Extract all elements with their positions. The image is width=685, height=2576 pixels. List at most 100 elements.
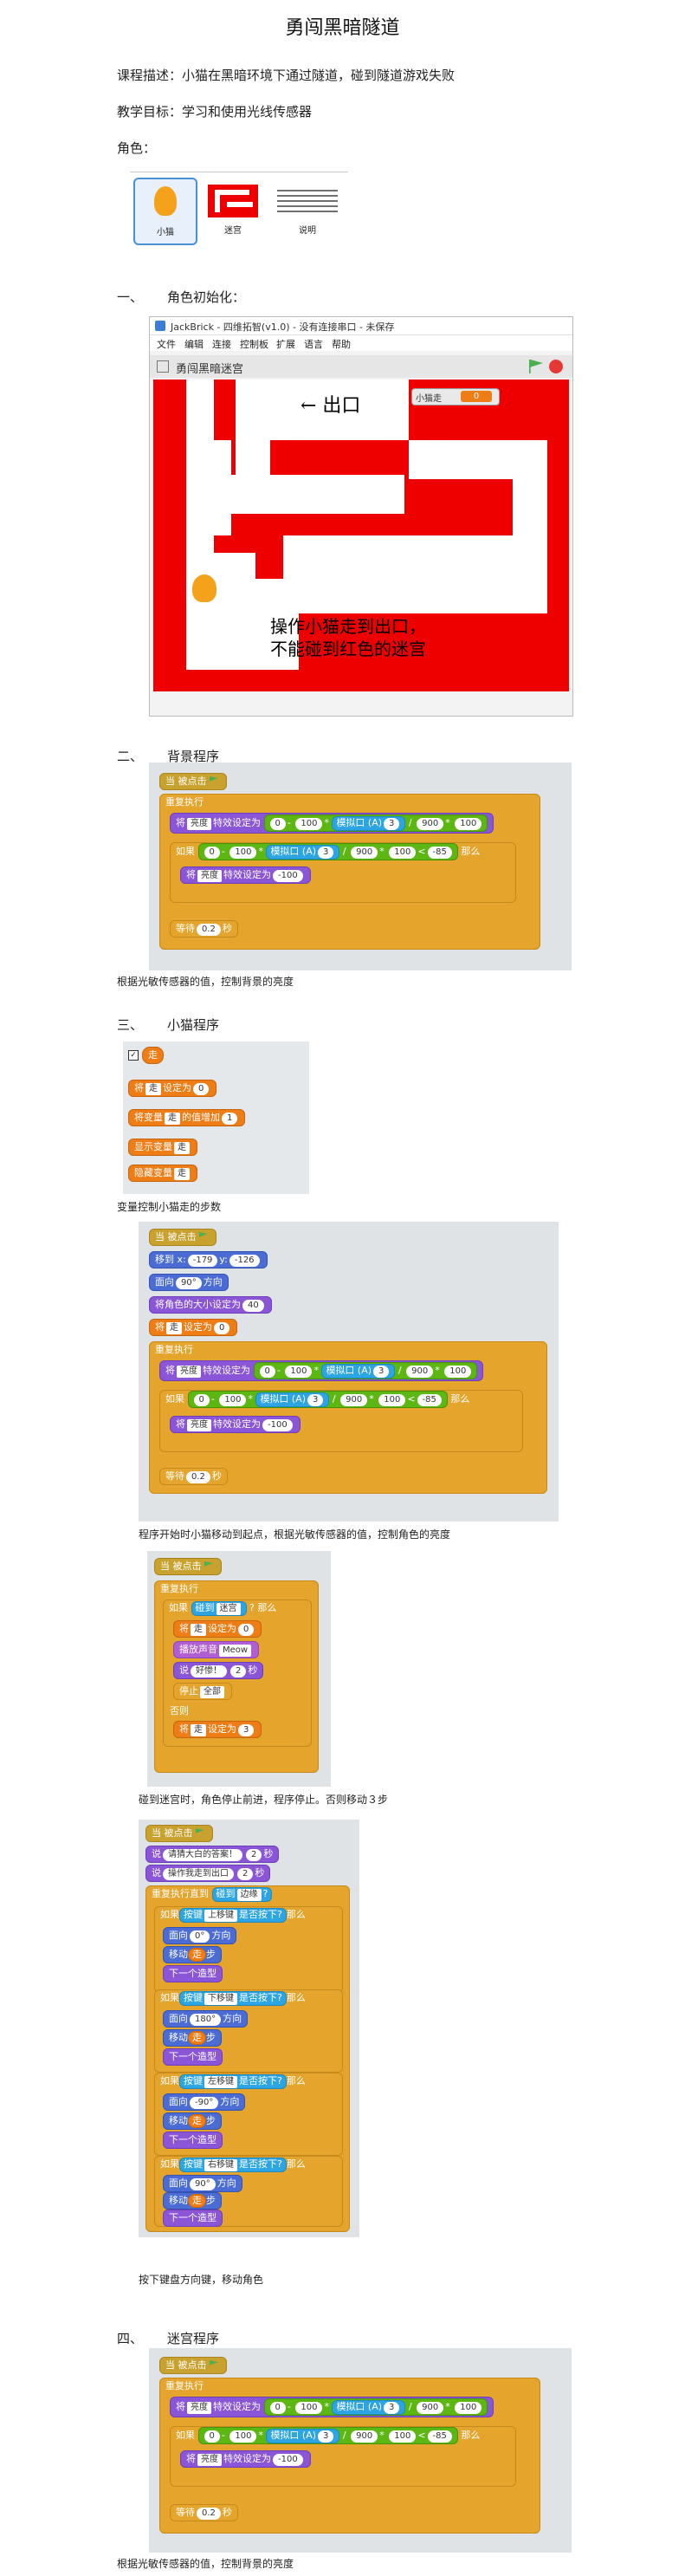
move-block[interactable]: 移动走步 bbox=[163, 2029, 222, 2047]
key-pressed-block[interactable]: 按键右移键是否按下? bbox=[179, 2157, 287, 2172]
y-field[interactable]: -126 bbox=[229, 1255, 260, 1267]
effect-dropdown[interactable]: 亮度 bbox=[187, 818, 211, 830]
key-dropdown[interactable]: 右移键 bbox=[204, 2159, 237, 2171]
if-block[interactable]: 如果 0- 100* 模拟口 (A)3 / 900* 100<-85 那么 bbox=[170, 2426, 516, 2487]
value-field[interactable]: 0 bbox=[214, 1322, 230, 1334]
value-field[interactable]: 3 bbox=[238, 1724, 255, 1736]
value-field[interactable]: 100 bbox=[455, 818, 482, 830]
value-field[interactable]: 100 bbox=[295, 2402, 323, 2414]
analog-sensor-block[interactable]: 模拟口 (A)3 bbox=[332, 816, 406, 831]
stop-icon[interactable] bbox=[549, 360, 563, 373]
stop-block[interactable]: 停止全部 bbox=[173, 1683, 232, 1700]
key-dropdown[interactable]: 下移键 bbox=[204, 1993, 237, 2005]
text-field[interactable]: 请猜大白的答案！ bbox=[163, 1849, 242, 1861]
menu-language[interactable]: 语言 bbox=[304, 339, 323, 350]
analog-sensor-block[interactable]: 模拟口 (A)3 bbox=[266, 2429, 340, 2443]
if-right-block[interactable]: 如果按键右移键是否按下?那么 bbox=[154, 2156, 343, 2227]
value-field[interactable]: -100 bbox=[262, 1419, 293, 1431]
compare-block[interactable]: 0- 100* 模拟口 (A)3 / 900* 100<-85 bbox=[197, 2427, 458, 2444]
variable-dropdown[interactable]: 走 bbox=[166, 1322, 182, 1334]
value-field[interactable]: 2 bbox=[246, 1849, 262, 1861]
object-dropdown[interactable]: 边缘 bbox=[236, 1889, 262, 1901]
variable-dropdown[interactable]: 走 bbox=[174, 1168, 190, 1180]
touching-block[interactable]: 碰到迷宫 bbox=[191, 1601, 247, 1616]
effect-dropdown[interactable]: 亮度 bbox=[187, 2402, 211, 2414]
analog-sensor-block[interactable]: 模拟口 (A)3 bbox=[321, 1364, 396, 1379]
green-flag-icon[interactable] bbox=[529, 360, 543, 373]
operator-block[interactable]: 0- 100* 模拟口 (A)3 / 900* 100 bbox=[253, 1362, 478, 1379]
operator-block[interactable]: 0- 100* 模拟口 (A)3 / 900* 100 bbox=[263, 814, 488, 832]
value-field[interactable]: 2 bbox=[237, 1868, 254, 1880]
text-field[interactable]: 操作我走到出口 bbox=[163, 1868, 234, 1880]
compare-block[interactable]: 0- 100* 模拟口 (A)3 / 900* 100<-85 bbox=[197, 843, 458, 860]
value-field[interactable]: 1 bbox=[222, 1113, 238, 1125]
variable-reporter[interactable]: 走 bbox=[188, 2031, 206, 2045]
text-field[interactable]: 好惨！ bbox=[191, 1665, 227, 1677]
direction-field[interactable]: 0° bbox=[190, 1930, 210, 1943]
x-field[interactable]: -179 bbox=[187, 1255, 218, 1267]
move-block[interactable]: 移动走步 bbox=[163, 1946, 222, 1963]
object-dropdown[interactable]: 迷宫 bbox=[216, 1603, 241, 1615]
value-field[interactable]: 100 bbox=[219, 1394, 247, 1406]
sprite-maze[interactable]: 迷宫 bbox=[203, 178, 263, 242]
value-field[interactable]: 100 bbox=[229, 847, 257, 859]
key-dropdown[interactable]: 上移键 bbox=[204, 1910, 237, 1922]
value-field[interactable]: -100 bbox=[273, 2454, 303, 2466]
point-direction-block[interactable]: 面向-90°方向 bbox=[163, 2093, 246, 2111]
key-pressed-block[interactable]: 按键上移键是否按下? bbox=[179, 1908, 287, 1923]
value-field[interactable]: 100 bbox=[229, 2430, 257, 2443]
value-field[interactable]: 100 bbox=[389, 847, 417, 859]
hide-variable-block[interactable]: 隐藏变量走 bbox=[128, 1165, 197, 1182]
variable-dropdown[interactable]: 走 bbox=[145, 1083, 161, 1095]
direction-field[interactable]: 90° bbox=[190, 2178, 216, 2190]
value-field[interactable]: 0.2 bbox=[197, 924, 221, 936]
stage-mode-icon[interactable] bbox=[157, 360, 169, 373]
variable-checkbox[interactable]: ✓ bbox=[128, 1050, 139, 1061]
direction-field[interactable]: -90° bbox=[190, 2097, 219, 2109]
value-field[interactable]: 0.2 bbox=[197, 2508, 221, 2520]
variable-dropdown[interactable]: 走 bbox=[165, 1113, 180, 1125]
effect-dropdown[interactable]: 亮度 bbox=[197, 870, 222, 882]
touching-block[interactable]: 碰到边缘? bbox=[211, 1887, 273, 1902]
cat-sprite-icon[interactable] bbox=[192, 574, 216, 602]
when-flag-clicked-block[interactable]: 当 被点击 bbox=[149, 1229, 216, 1246]
variable-reporter[interactable]: 走 bbox=[188, 2194, 206, 2208]
analog-sensor-block[interactable]: 模拟口 (A)3 bbox=[255, 1392, 330, 1407]
analog-sensor-block[interactable]: 模拟口 (A)3 bbox=[332, 2400, 406, 2415]
next-costume-block[interactable]: 下一个造型 bbox=[163, 2132, 223, 2149]
next-costume-block[interactable]: 下一个造型 bbox=[163, 2209, 223, 2227]
when-flag-clicked-block[interactable]: 当 被点击 bbox=[154, 1558, 222, 1575]
value-field[interactable]: 0 bbox=[204, 2430, 220, 2443]
menu-help[interactable]: 帮助 bbox=[332, 339, 351, 350]
value-field[interactable]: 900 bbox=[340, 1394, 368, 1406]
key-pressed-block[interactable]: 按键下移键是否按下? bbox=[179, 1991, 287, 2006]
sound-dropdown[interactable]: Meow bbox=[219, 1645, 252, 1657]
value-field[interactable]: -85 bbox=[427, 847, 452, 859]
variable-reporter[interactable]: 走 bbox=[188, 2114, 206, 2128]
next-costume-block[interactable]: 下一个造型 bbox=[163, 2048, 223, 2066]
value-field[interactable]: 0 bbox=[193, 1083, 210, 1095]
key-dropdown[interactable]: 左移键 bbox=[204, 2076, 237, 2088]
value-field[interactable]: 40 bbox=[242, 1300, 264, 1312]
value-field[interactable]: 100 bbox=[444, 1366, 472, 1378]
port-field[interactable]: 3 bbox=[384, 818, 400, 830]
value-field[interactable]: 0.2 bbox=[186, 1471, 210, 1483]
effect-dropdown[interactable]: 亮度 bbox=[187, 1419, 211, 1431]
compare-block[interactable]: 0- 100* 模拟口 (A)3 / 900* 100<-85 bbox=[187, 1391, 448, 1408]
value-field[interactable]: 900 bbox=[351, 2430, 378, 2443]
operator-block[interactable]: 0- 100* 模拟口 (A)3 / 900* 100 bbox=[263, 2398, 488, 2416]
value-field[interactable]: 100 bbox=[389, 2430, 417, 2443]
variable-dropdown[interactable]: 走 bbox=[191, 1624, 206, 1636]
move-block[interactable]: 移动走步 bbox=[163, 2192, 222, 2209]
